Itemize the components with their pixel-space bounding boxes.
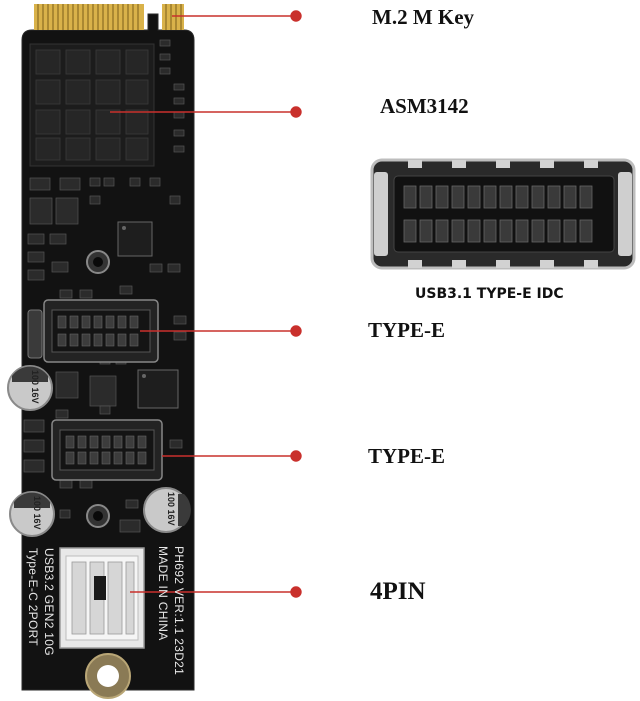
type-e-connector-1 [27, 299, 159, 363]
label-type-e-idc: USB3.1 TYPE-E IDC [415, 286, 564, 302]
four-pin-power-connector [59, 547, 145, 649]
label-4pin: 4PIN [370, 578, 426, 605]
qfn-ic-lower [137, 369, 179, 409]
label-asm3142: ASM3142 [380, 94, 469, 118]
capacitor-1-marking: 100 16V [30, 370, 40, 404]
capacitor-2-marking: 100 16V [32, 496, 42, 530]
electrolytic-capacitor-1 [7, 365, 53, 411]
label-m2-key: M.2 M Key [372, 5, 475, 29]
capacitor-3-marking: 100 16V [166, 492, 176, 526]
asm3142-chip [29, 43, 155, 167]
qfn-ic-upper [117, 221, 153, 257]
silkscreen-origin: MADE IN CHINA [156, 546, 170, 641]
silkscreen-model: PH692 VER:1.1 23D21 [172, 546, 186, 676]
m2-pcb-board [7, 4, 195, 699]
label-type-e-1: TYPE-E [368, 318, 446, 342]
callout-dot-4pin [290, 586, 302, 598]
silkscreen-product-line1: USB3.2 GEN2 10G [42, 548, 56, 656]
type-e-connector-2 [51, 419, 163, 481]
callout-dot-type-e-2 [290, 450, 302, 462]
mounting-hole-lower [86, 504, 110, 528]
callout-dot-asm3142 [290, 106, 302, 118]
callout-lines [110, 10, 302, 598]
mounting-hole-upper [86, 250, 110, 274]
electrolytic-capacitor-3 [143, 487, 191, 533]
label-type-e-2: TYPE-E [368, 444, 446, 468]
gold-edge-contacts [34, 4, 184, 30]
silkscreen-product-line2: Type-E-C 2PORT [26, 548, 40, 647]
electrolytic-capacitor-2 [9, 491, 55, 537]
mounting-hole-bottom [85, 653, 131, 699]
callout-dot-type-e-1 [290, 325, 302, 337]
type-e-idc-connector-detail [370, 158, 636, 270]
callout-dot-m2 [290, 10, 302, 22]
